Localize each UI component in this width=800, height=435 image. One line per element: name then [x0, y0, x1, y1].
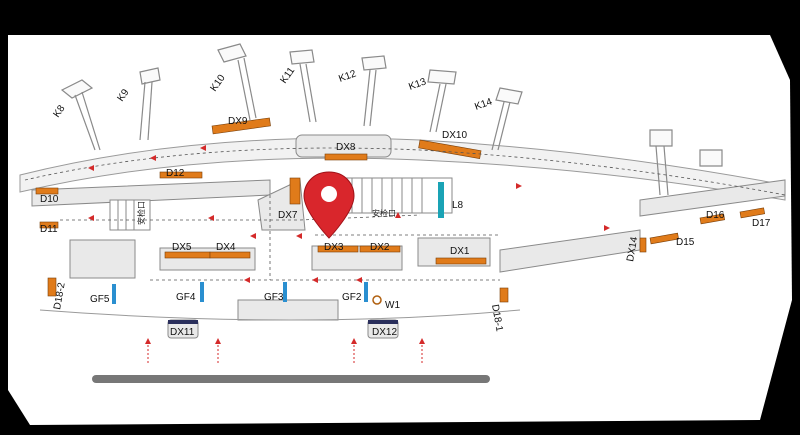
label-dx2: DX2: [370, 242, 390, 253]
label-d16: D16: [706, 210, 725, 221]
label-d17: D17: [752, 218, 771, 229]
security-lanes: [109, 177, 453, 231]
label-dx5: DX5: [172, 242, 192, 253]
label-gf3: GF3: [264, 292, 284, 303]
counters: [112, 182, 444, 324]
label-gf4: GF4: [176, 292, 196, 303]
label-dx12: DX12: [372, 327, 397, 338]
label-dx7: DX7: [278, 210, 298, 221]
upper-concourse: [19, 137, 786, 201]
label-dx14: DX14: [625, 236, 640, 263]
terminal-floor: [8, 35, 792, 425]
shop-units: [35, 117, 766, 305]
label-d18-1: D18-1: [489, 304, 505, 333]
route-lines: [24, 147, 786, 281]
label-dx4: DX4: [216, 242, 236, 253]
location-pin-icon: [303, 171, 355, 239]
label-l8: L8: [452, 200, 464, 211]
runway-bar: [92, 375, 490, 383]
label-d12: D12: [166, 168, 185, 179]
jetways: [60, 43, 723, 196]
label-dx3: DX3: [324, 242, 344, 253]
label-d15: D15: [676, 237, 695, 248]
label-dx9: DX9: [228, 116, 248, 127]
shop-labels: DX9 DX8 DX10 D12 D10 D11 DX7 DX5 DX4 DX3…: [40, 116, 771, 338]
label-dx8: DX8: [336, 142, 356, 153]
label-dx11: DX11: [170, 327, 195, 338]
label-w1: W1: [385, 300, 400, 311]
label-dx1: DX1: [450, 246, 470, 257]
label-d18-2: D18-2: [52, 281, 68, 310]
label-gf5: GF5: [90, 294, 110, 305]
label-d11: D11: [40, 224, 58, 235]
side-security-label: 安检口: [136, 201, 146, 225]
direction-arrows: [88, 145, 610, 344]
security-checkpoint-label: 安检口: [372, 208, 396, 218]
label-dx10: DX10: [442, 130, 467, 141]
lower-corridor: [39, 309, 521, 321]
building-blocks: [31, 134, 786, 339]
entry-arrows: [147, 345, 423, 365]
label-gf2: GF2: [342, 292, 362, 303]
label-d10: D10: [40, 194, 59, 205]
